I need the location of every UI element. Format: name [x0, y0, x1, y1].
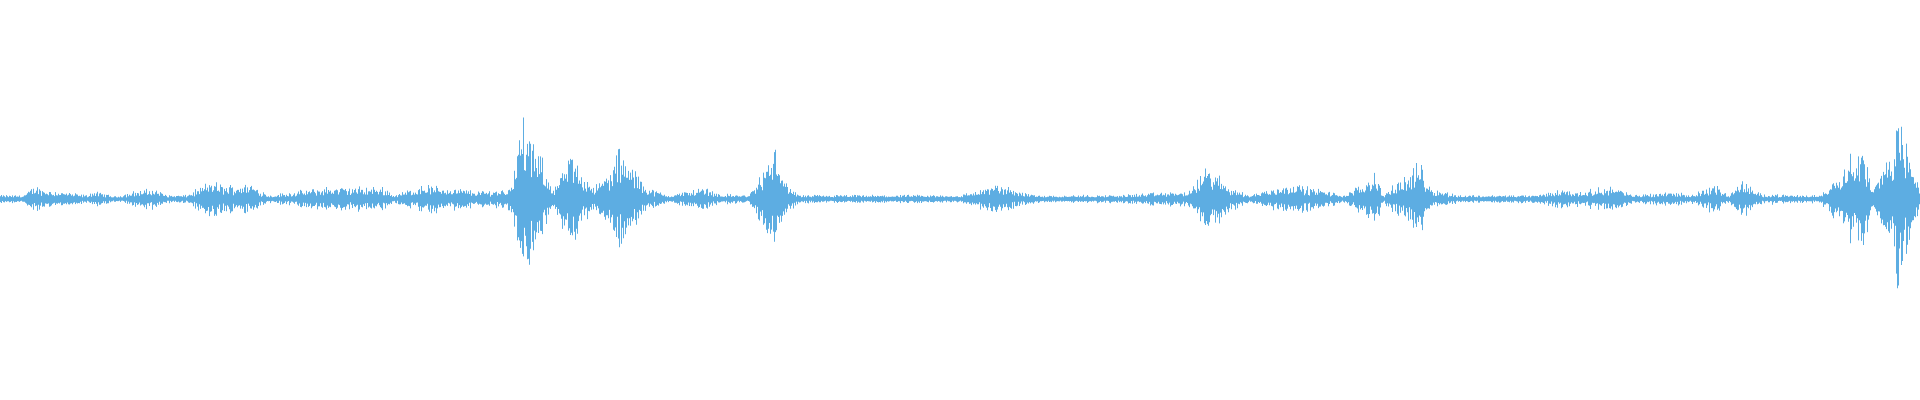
waveform-trace: [0, 117, 1920, 289]
